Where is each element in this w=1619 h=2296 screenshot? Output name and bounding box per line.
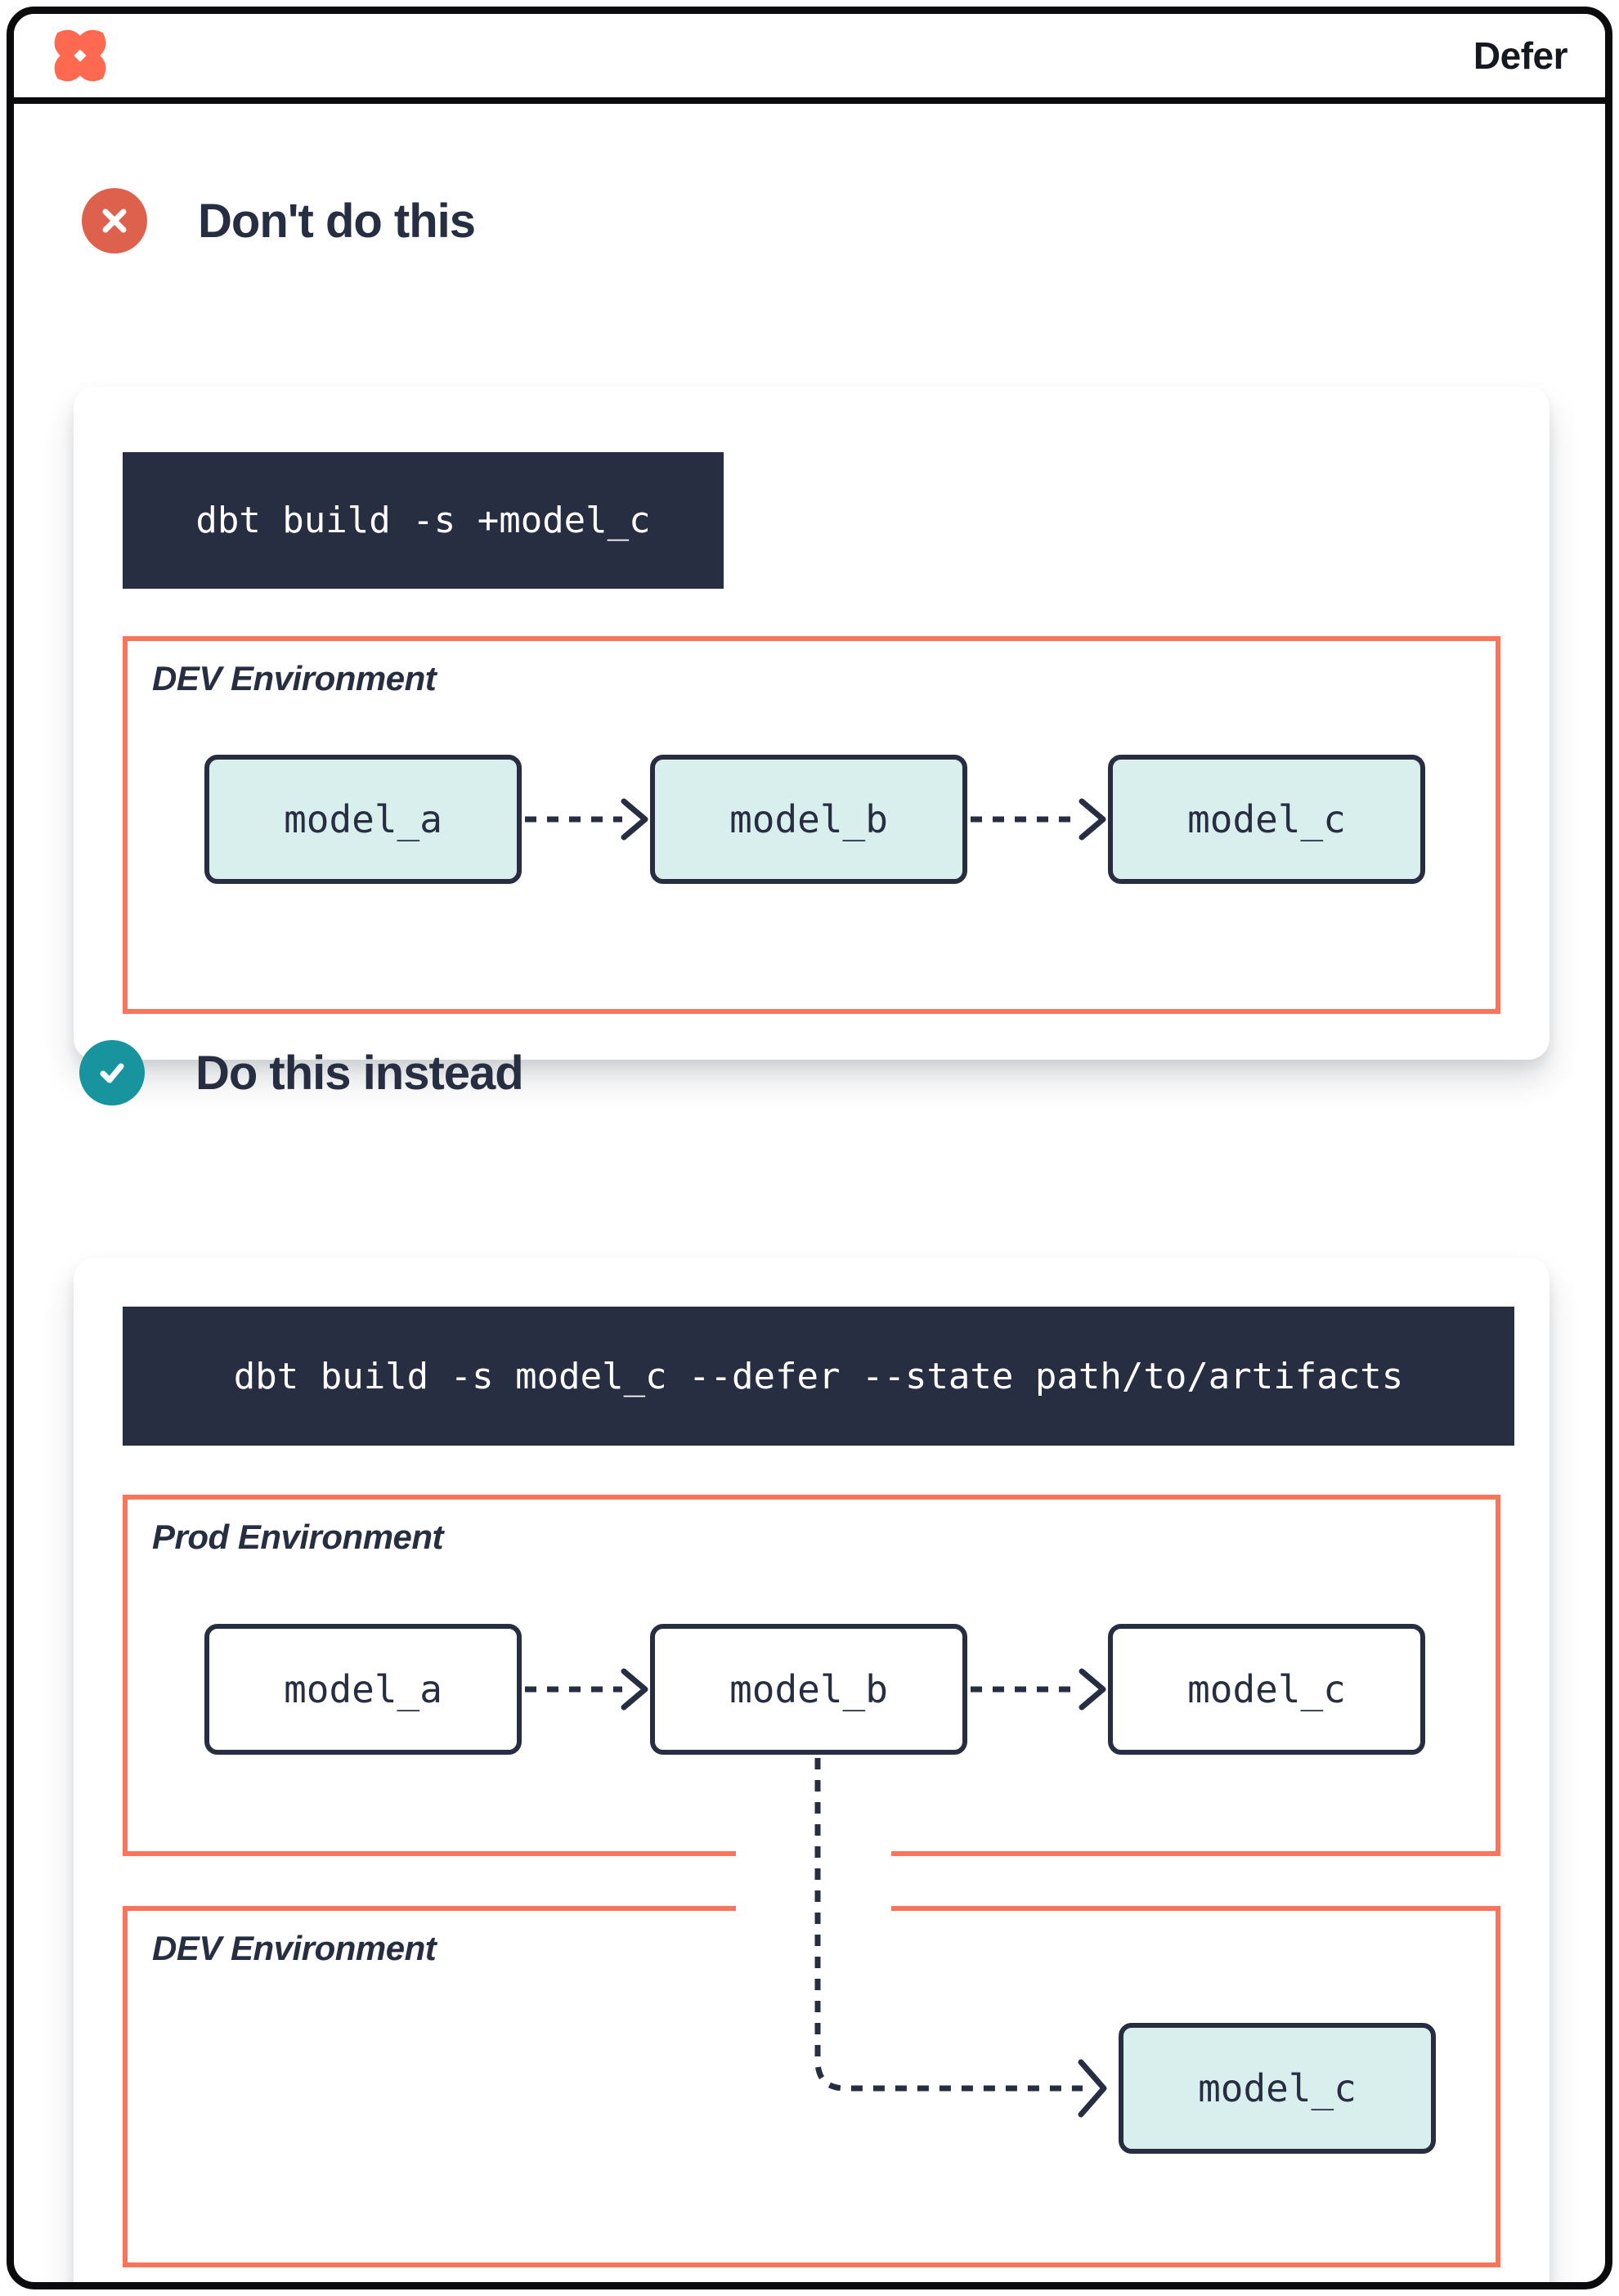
dashed-arrow-icon <box>971 1668 1106 1711</box>
model-node: model_b <box>650 755 967 884</box>
dev-environment-box-dont: DEV Environment <box>123 636 1500 1014</box>
page-title: Defer <box>1473 34 1568 77</box>
section-title-dont: Don't do this <box>198 194 476 248</box>
env-label: DEV Environment <box>152 659 437 697</box>
command-dont: dbt build -s +model_c <box>123 452 724 589</box>
app-frame: Defer Don't do this dbt build -s +model_… <box>7 7 1612 2289</box>
model-node: model_c <box>1119 2023 1436 2154</box>
main-content: Don't do this dbt build -s +model_c DEV … <box>14 110 1605 2282</box>
dont-card: dbt build -s +model_c DEV Environment mo… <box>74 387 1549 1060</box>
env-label: DEV Environment <box>152 1929 437 1967</box>
do-card: dbt build -s model_c --defer --state pat… <box>74 1258 1549 2282</box>
model-node: model_b <box>650 1624 967 1755</box>
header: Defer <box>14 14 1605 104</box>
check-icon <box>100 1063 124 1083</box>
dashed-arrow-icon <box>525 1668 648 1711</box>
model-node: model_c <box>1108 755 1425 884</box>
model-node: model_a <box>204 1624 522 1755</box>
section-heading-do: Do this instead <box>79 1040 524 1105</box>
dashed-arrow-icon <box>971 798 1106 841</box>
env-label: Prod Environment <box>152 1518 444 1556</box>
model-node: model_a <box>204 755 522 884</box>
section-heading-dont: Don't do this <box>82 188 476 253</box>
x-icon <box>102 209 127 233</box>
dbt-logo-icon <box>54 29 106 82</box>
section-title-do: Do this instead <box>195 1046 524 1100</box>
model-node: model_c <box>1108 1624 1425 1755</box>
command-do: dbt build -s model_c --defer --state pat… <box>123 1307 1514 1446</box>
x-circle-badge <box>82 188 147 253</box>
check-circle-badge <box>79 1040 145 1105</box>
dashed-arrow-icon <box>525 798 648 841</box>
